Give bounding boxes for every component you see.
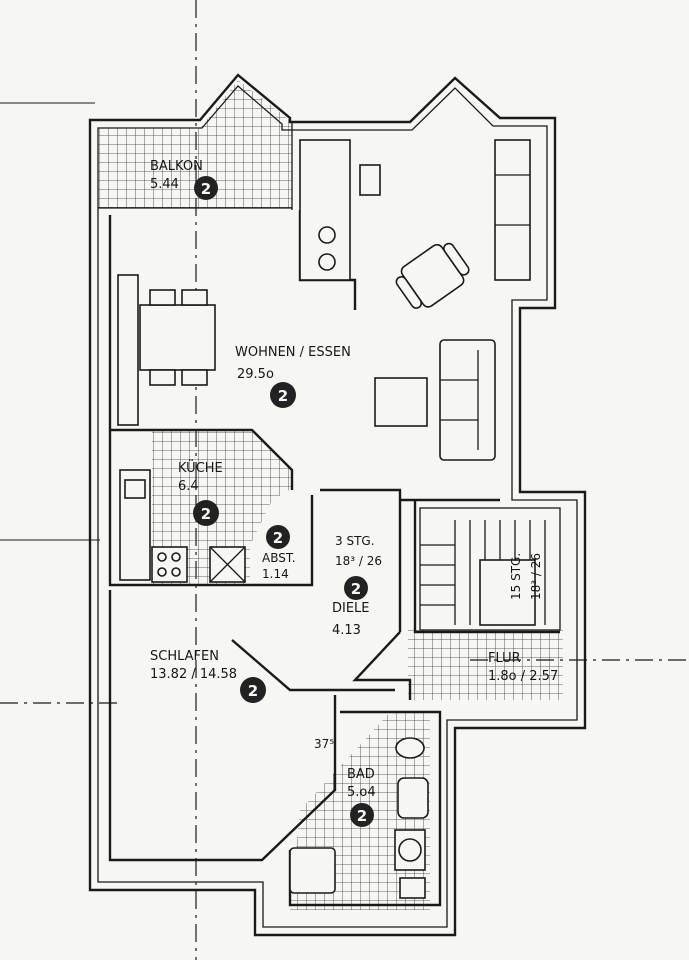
svg-text:1.8o / 2.57: 1.8o / 2.57 [488, 669, 558, 684]
svg-text:WOHNEN / ESSEN: WOHNEN / ESSEN [235, 345, 351, 360]
staircase [419, 507, 561, 631]
room-label-flur: FLUR 1.8o / 2.57 15 STG. 18³ / 26 [488, 553, 558, 684]
svg-text:2: 2 [273, 529, 283, 547]
kitchen-appliances [119, 469, 246, 583]
balcony-tiles [98, 80, 292, 208]
svg-text:4.13: 4.13 [332, 623, 361, 638]
svg-text:3 STG.: 3 STG. [335, 534, 375, 548]
room-label-diele: 3 STG. 18³ / 26 DIELE 4.13 [332, 534, 382, 638]
svg-text:29.5o: 29.5o [237, 367, 274, 382]
dining-set [117, 274, 216, 426]
living-furniture [374, 139, 531, 461]
flur-tiles [408, 630, 563, 700]
area-marker-diele: 2 [344, 576, 368, 600]
area-marker-abst: 2 [266, 525, 290, 549]
svg-text:BALKON: BALKON [150, 159, 203, 174]
area-marker-schlafen: 2 [240, 677, 266, 703]
room-label-bad: BAD 5.o4 [347, 767, 376, 800]
room-label-kueche: KÜCHE 6.4 [178, 459, 223, 494]
svg-text:18³ / 26: 18³ / 26 [335, 554, 382, 568]
room-label-abst: ABST. 1.14 [262, 551, 296, 581]
svg-text:2: 2 [357, 807, 367, 825]
svg-text:15 STG.: 15 STG. [509, 553, 523, 600]
svg-text:2: 2 [351, 580, 361, 598]
svg-text:18³ / 26: 18³ / 26 [529, 553, 543, 600]
wall-dimension: 37⁵ [314, 737, 334, 751]
svg-text:SCHLAFEN: SCHLAFEN [150, 649, 219, 664]
kitchen-counter [299, 139, 381, 281]
svg-text:DIELE: DIELE [332, 601, 370, 616]
bath-fixtures [289, 737, 429, 899]
svg-text:BAD: BAD [347, 767, 375, 782]
svg-text:2: 2 [278, 387, 288, 405]
room-label-schlafen: SCHLAFEN 13.82 / 14.58 [150, 649, 237, 682]
room-label-wohnen: WOHNEN / ESSEN 29.5o [235, 345, 351, 382]
svg-text:FLUR: FLUR [488, 651, 521, 666]
svg-text:13.82 / 14.58: 13.82 / 14.58 [150, 667, 237, 682]
svg-text:ABST.: ABST. [262, 551, 296, 565]
svg-text:5.o4: 5.o4 [347, 785, 376, 800]
area-marker-kueche: 2 [193, 500, 219, 526]
svg-text:1.14: 1.14 [262, 567, 289, 581]
svg-text:2: 2 [201, 180, 211, 198]
svg-text:2: 2 [201, 505, 211, 523]
svg-text:5.44: 5.44 [150, 177, 179, 192]
svg-text:6.4: 6.4 [178, 479, 199, 494]
area-marker-balkon: 2 [194, 176, 218, 200]
svg-text:KÜCHE: KÜCHE [178, 459, 223, 476]
svg-text:2: 2 [248, 682, 258, 700]
room-label-balkon: BALKON 5.44 [150, 159, 203, 192]
exterior-walls [88, 73, 587, 937]
area-marker-wohnen: 2 [270, 382, 296, 408]
area-marker-bad: 2 [350, 803, 374, 827]
